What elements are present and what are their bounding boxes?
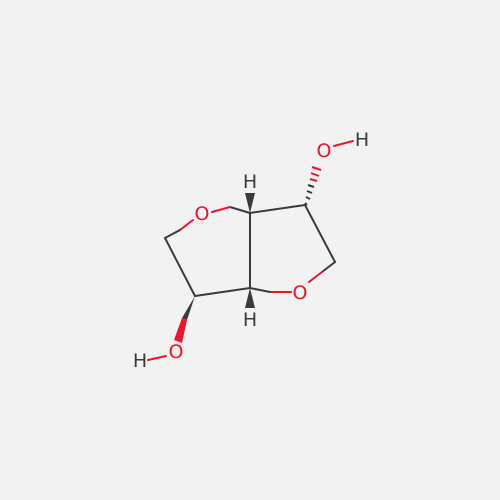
hash-4	[307, 184, 315, 188]
bond-o1-c2-dark	[164, 229, 181, 239]
stereo-hydrogen-top: H	[243, 171, 257, 193]
wedge-bonds	[174, 193, 255, 343]
hydroxyl-top-oxygen: O	[317, 140, 332, 162]
bond-c5-o6-dark	[321, 261, 336, 273]
bond-c3-c6a	[194, 287, 251, 297]
bond-c3a-o1-dark	[229, 206, 251, 214]
hash-6	[310, 172, 320, 177]
bond-c5-o6-red	[308, 271, 323, 283]
bond-c3a-c4	[249, 204, 306, 214]
hydroxyl-bottom-hydrogen: H	[133, 350, 147, 372]
wedge-c3-oh-dark	[182, 296, 195, 320]
hydroxyl-bottom-oxygen: O	[169, 341, 184, 363]
ring-oxygen-left: O	[195, 203, 210, 225]
bond-c4-c5	[304, 204, 336, 263]
hash-1	[304, 202, 308, 206]
wedge-c3-oh-red	[174, 318, 187, 343]
hash-2	[305, 196, 311, 200]
wedge-c3a-h	[245, 193, 255, 213]
bond-c2-c3	[164, 237, 196, 297]
ring-oxygen-right: O	[293, 282, 308, 304]
hashed-wedge-c4-oh	[304, 166, 322, 206]
wedge-c6a-h	[245, 288, 255, 308]
bond-oh-top	[333, 140, 354, 147]
bonds	[147, 140, 354, 361]
bond-c3a-o1-red	[211, 206, 231, 213]
hash-7	[311, 166, 322, 171]
atom-labels: O O O H O H H H	[133, 129, 369, 372]
bond-o6-c6a-dark	[249, 287, 271, 293]
hash-5	[309, 178, 318, 182]
hydroxyl-top-hydrogen: H	[355, 129, 369, 151]
stereo-hydrogen-bottom: H	[243, 309, 257, 331]
hash-3	[306, 190, 313, 194]
bond-o1-c2-red	[179, 219, 194, 231]
bond-oh-bottom	[147, 355, 167, 361]
